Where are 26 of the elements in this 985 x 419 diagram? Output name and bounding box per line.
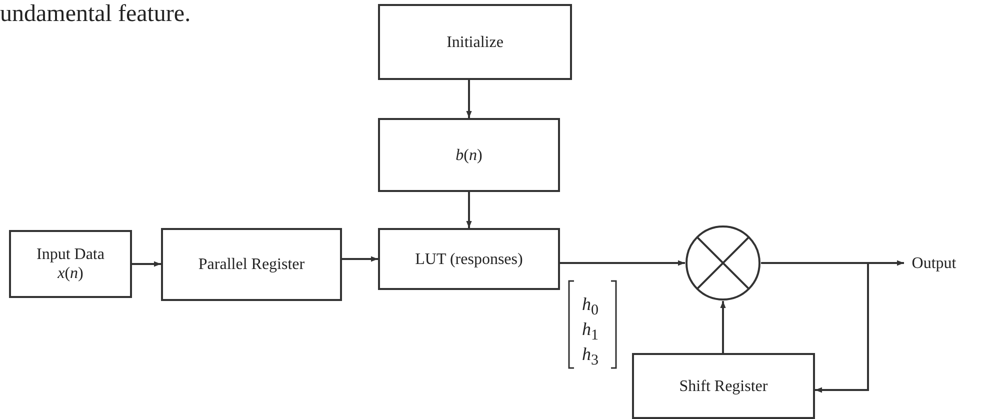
arrow [560, 260, 685, 266]
body-text: undamental feature. [0, 0, 191, 29]
box-label: LUT (responses) [415, 250, 523, 268]
arrow [761, 262, 869, 393]
coefficient-label: h$_{0}$ [582, 294, 598, 320]
arrow [720, 301, 726, 353]
formula-label: x(n) [58, 264, 84, 283]
box-label: Input Data [36, 245, 104, 264]
process-box [161, 228, 342, 301]
output-label: Output [912, 254, 956, 272]
process-box [378, 228, 560, 290]
arrow [466, 80, 472, 118]
coefficient-label: h$_{3}$ [582, 344, 598, 370]
coefficient-label: h$_{1}$ [582, 319, 598, 345]
process-box [378, 118, 560, 192]
arrow [132, 261, 161, 267]
box-label: Initialize [446, 32, 504, 52]
box-label: Parallel Register [198, 255, 305, 274]
box-label: b(n) [456, 146, 482, 164]
box-label: Shift Register [679, 376, 768, 396]
multiplier-symbol [685, 225, 761, 301]
arrow [466, 192, 472, 228]
arrow [342, 256, 378, 262]
process-box [378, 4, 572, 80]
process-box [9, 230, 132, 298]
process-box [632, 353, 815, 419]
